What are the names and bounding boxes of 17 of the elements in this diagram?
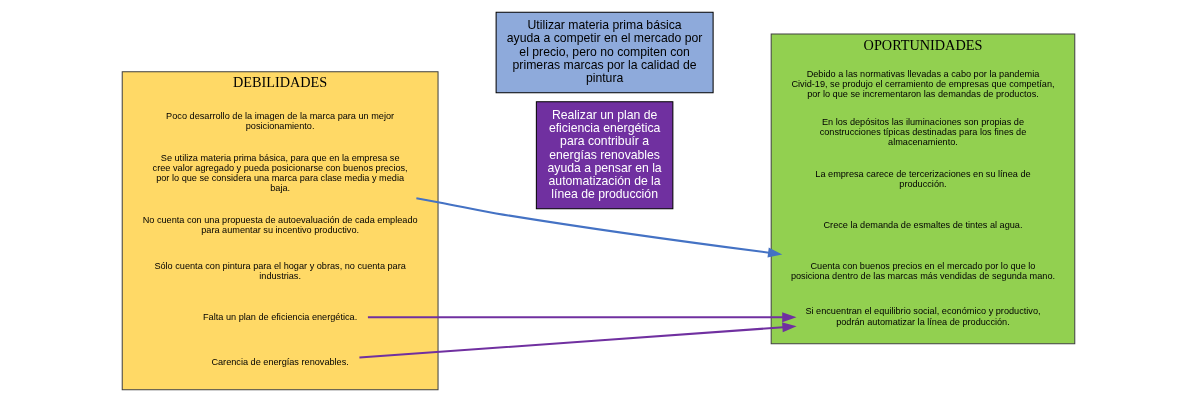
node-text: Se utiliza materia prima básica, para que en la empresa se cree valor agregado y pueda posicionarse con buenos precios, por lo que se considera una marca para clase media y media baja. xyxy=(152,152,408,194)
node-text: Sólo cuenta con pintura para el hogar y obras, no cuenta para industrias. xyxy=(153,260,406,281)
node-text: Carencia de energías renovables. xyxy=(210,357,349,368)
node-text: La empresa carece de tercerizaciones en su línea de producción. xyxy=(814,168,1031,190)
node-text: No cuenta con una propuesta de autoevaluación de cada empleado para aumentar su incentivo productivo. xyxy=(142,214,418,235)
node-text: Si encuentran el equilibrio social, económico y productivo, podrán automatizar la línea de producción. xyxy=(804,306,1041,327)
node-text: Crece la demanda de esmaltes de tintes al agua. xyxy=(822,219,1022,230)
arrow xyxy=(358,322,797,359)
node-text: Falta un plan de eficiencia energética. xyxy=(202,311,357,322)
node-text: Debido a las normativas llevadas a cabo por la pandemia Civid-19, se produjo el cerramiento de empresas que competían, por lo que se incrementaron las demandas de productos. xyxy=(790,69,1055,100)
node-text: En los depósitos las iluminaciones son propias de construcciones típicas destinadas para los fines de almacenamiento. xyxy=(819,116,1026,148)
arrow xyxy=(367,312,796,323)
node-box: Realizar un plan de eficiencia energética para contribuír a energías renovables ayuda a pensar en la automatización de la línea de producción xyxy=(535,101,673,210)
node-text: Cuenta con buenos precios en el mercado por lo que lo posiciona dentro de las marcas más vendidas de segunda mano. xyxy=(790,260,1055,281)
node-text: Poco desarrollo de la imagen de la marca para un mejor posicionamiento. xyxy=(165,110,394,132)
arrow xyxy=(415,197,782,258)
node-box: Utilizar materia prima básica ayuda a competir en el mercado por el precio, pero no compiten con primeras marcas por la calidad de pintura xyxy=(495,11,714,94)
